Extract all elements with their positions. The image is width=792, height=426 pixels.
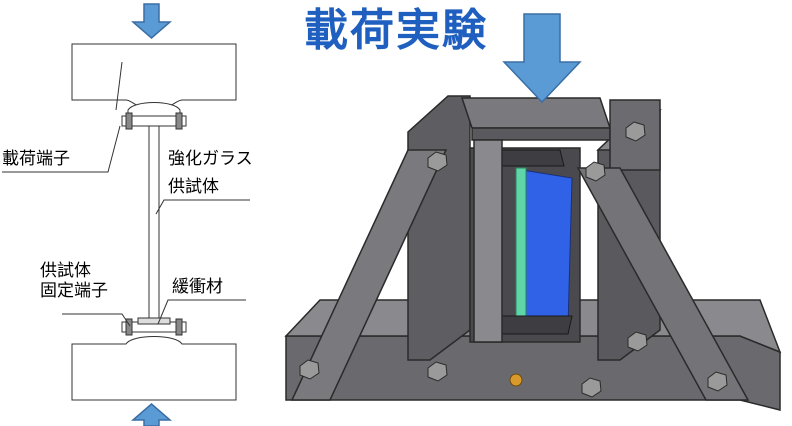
bolt-5 <box>427 361 448 382</box>
frame-load-arrow <box>502 13 582 104</box>
bolt-3 <box>299 359 320 380</box>
leader-specimen <box>155 199 250 215</box>
bolt-2 <box>585 161 606 182</box>
bottom-clamp <box>495 315 573 335</box>
loading-block-top <box>460 97 612 129</box>
label-specimen-fixing-terminal: 供試体 固定端子 <box>40 261 108 301</box>
bolt-1 <box>427 151 448 172</box>
schematic-section <box>2 3 250 426</box>
lower-loading-plate <box>71 336 237 401</box>
glass-edge <box>515 167 527 331</box>
glass-panel <box>521 169 573 331</box>
label-specimen: 供試体 <box>168 177 219 197</box>
lower-bolt-right <box>175 318 183 336</box>
gold-pin <box>509 373 523 387</box>
schematic-top-load-arrow <box>130 3 173 39</box>
left-tower <box>407 95 471 361</box>
bolt-6 <box>581 377 602 398</box>
upper-bolt-left <box>125 112 133 130</box>
leader-fixing-terminal <box>62 313 131 327</box>
label-tempered-glass: 強化ガラス <box>168 149 253 169</box>
bolt-7 <box>627 331 648 352</box>
page-title: 載荷実験 <box>304 5 488 56</box>
cushion-pad <box>137 317 171 325</box>
leader-lines <box>2 125 250 327</box>
left-diagonal-brace <box>290 149 448 401</box>
test-frame-3d <box>284 13 782 411</box>
label-cushion-material: 緩衝材 <box>172 277 223 297</box>
top-clamp <box>495 149 565 167</box>
loading-block-side <box>471 127 611 141</box>
glass-specimen <box>148 125 160 323</box>
upper-plate-leader <box>115 61 123 111</box>
front-column-left <box>473 139 503 343</box>
bolts <box>299 121 728 398</box>
bolt-8 <box>625 121 646 142</box>
label-loading-terminal: 載荷端子 <box>2 149 70 169</box>
leader-cushion <box>157 299 246 325</box>
upper-bolt-right <box>175 112 183 130</box>
lower-bolt-left <box>125 318 133 336</box>
leader-loading-terminal <box>2 125 121 173</box>
schematic-bottom-load-arrow <box>130 403 173 426</box>
bolt-4 <box>707 371 728 392</box>
right-diagonal-brace <box>576 167 750 401</box>
